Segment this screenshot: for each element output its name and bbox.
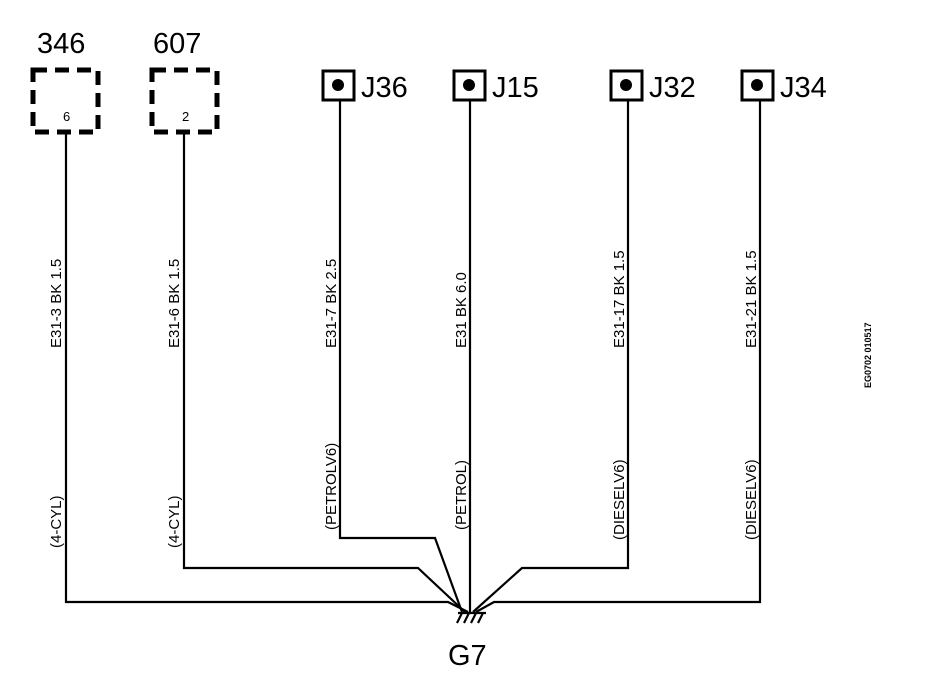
wire-e31-6-label: E31-6 BK 1.5 (166, 259, 183, 348)
module-607-box (149, 67, 220, 135)
wire-e31-3-label: E31-3 BK 1.5 (48, 259, 65, 348)
module-607-pin: 2 (182, 109, 189, 124)
wire-e31-21 (475, 100, 762, 613)
wire-e31-variant: (PETROL) (453, 460, 470, 530)
connector-j36-box (321, 69, 356, 102)
wire-e31-7-label: E31-7 BK 2.5 (323, 259, 340, 348)
wire-e31-6 (182, 134, 466, 613)
connector-j32: J32 (609, 69, 696, 104)
wire-e31-17-variant: (DIESELV6) (611, 459, 628, 540)
connector-j15-label: J15 (492, 72, 539, 104)
connector-j15-pin (463, 79, 475, 91)
connector-j32-box (609, 69, 644, 102)
diagram-code: EG0702 010517 (863, 322, 873, 388)
connector-j34-box (740, 69, 775, 102)
connector-j15: J15 (452, 69, 539, 104)
wire-e31-label: E31 BK 6.0 (453, 272, 470, 348)
module-346-label: 346 (37, 28, 85, 60)
connector-j36-label: J36 (361, 72, 408, 104)
connector-j32-pin (620, 79, 632, 91)
module-607-label: 607 (153, 28, 201, 60)
module-607: 607 2 (149, 28, 220, 135)
wire-e31-21-variant: (DIESELV6) (743, 459, 760, 540)
wire-e31-6-variant: (4-CYL) (166, 495, 183, 548)
module-346-box (30, 67, 101, 135)
wire-e31-7 (338, 100, 464, 613)
wire-e31-3 (64, 134, 469, 613)
wire-e31-17 (472, 100, 630, 613)
connector-j32-label: J32 (649, 72, 696, 104)
connector-j34-label: J34 (780, 72, 827, 104)
connector-j36: J36 (321, 69, 408, 104)
ground-label: G7 (448, 640, 487, 672)
wire-e31-7-variant: (PETROLV6) (323, 443, 340, 530)
wire-e31-21-label: E31-21 BK 1.5 (743, 250, 760, 348)
module-346-pin: 6 (63, 109, 70, 124)
wire-e31-17-label: E31-17 BK 1.5 (611, 250, 628, 348)
connector-j34: J34 (740, 69, 827, 104)
connector-j36-pin (332, 79, 344, 91)
ground-symbol (456, 611, 486, 624)
module-346: 346 6 (30, 28, 101, 135)
wire-e31-3-variant: (4-CYL) (48, 495, 65, 548)
connector-j34-pin (751, 79, 763, 91)
